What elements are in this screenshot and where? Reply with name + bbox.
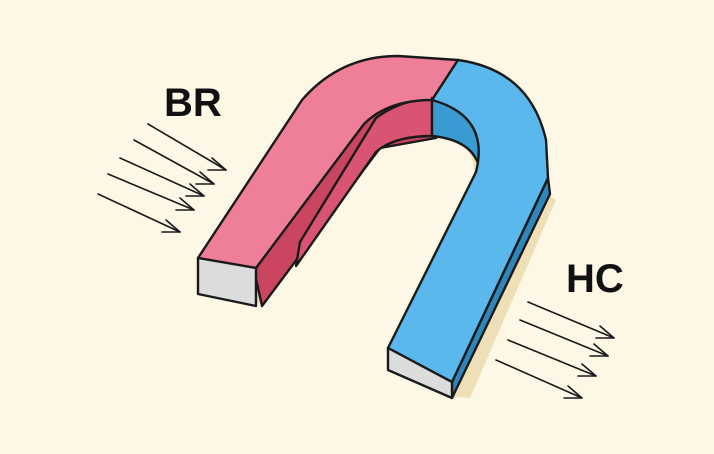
label-hc: HC xyxy=(566,257,624,301)
north-arm-top xyxy=(196,54,460,270)
arrow-right-icon xyxy=(495,359,583,399)
right-field-arrows xyxy=(495,301,615,399)
arrow-right-icon xyxy=(133,139,215,185)
label-br: BR xyxy=(164,81,222,125)
arrow-right-icon xyxy=(97,193,181,233)
arrow-right-icon xyxy=(107,173,195,211)
south-pole-face xyxy=(386,346,454,400)
arrow-right-icon xyxy=(507,339,597,377)
arrow-right-icon xyxy=(119,157,205,197)
arrow-right-icon xyxy=(519,319,609,357)
arrow-right-icon xyxy=(147,123,227,171)
arrow-right-icon xyxy=(527,301,615,339)
north-pole-face xyxy=(196,256,258,308)
left-field-arrows xyxy=(97,123,227,233)
horseshoe-magnet-icon xyxy=(196,54,552,400)
